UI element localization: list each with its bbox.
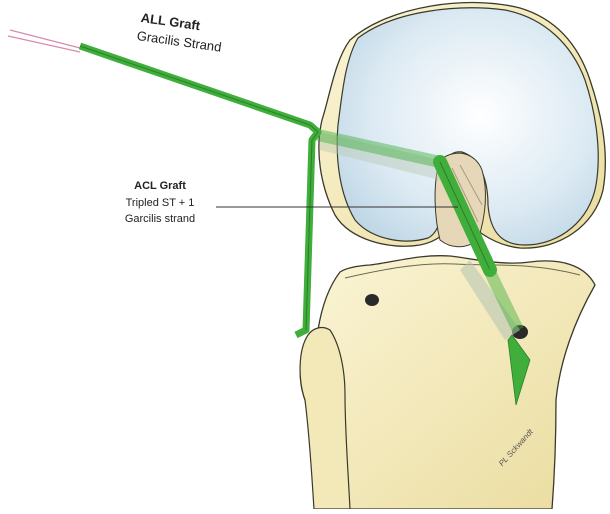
tibial-tunnel-hole — [365, 294, 379, 306]
acl-graft-line1: Tripled ST + 1 — [105, 197, 215, 209]
acl-graft-title: ACL Graft — [120, 180, 200, 192]
acl-graft-line2: Garcilis strand — [105, 213, 215, 225]
